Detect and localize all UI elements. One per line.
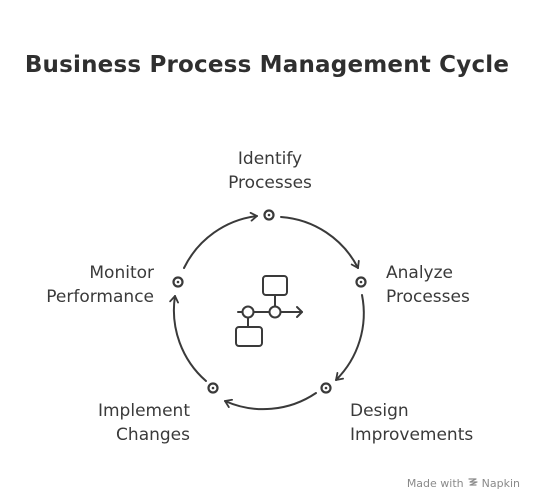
cycle-arcs	[169, 211, 365, 411]
step-label-design: Design Improvements	[350, 399, 473, 447]
node-implement	[207, 382, 219, 394]
step-label-line: Processes	[386, 287, 470, 307]
node-identify	[263, 209, 275, 221]
credit-text: Made with	[406, 477, 464, 490]
cycle-nodes	[172, 209, 367, 394]
step-label-line: Processes	[228, 173, 312, 193]
step-label-line: Monitor	[89, 263, 154, 283]
arc-analyze-to-design	[335, 294, 365, 381]
diagram-title: Business Process Management Cycle	[24, 52, 510, 78]
napkin-logo-icon	[468, 477, 478, 490]
step-label-line: Changes	[116, 425, 190, 445]
arc-implement-to-monitor	[169, 295, 207, 382]
arc-monitor-to-identify	[183, 211, 258, 269]
step-label-line: Design	[350, 401, 409, 421]
step-label-line: Analyze	[386, 263, 453, 283]
node-analyze	[355, 276, 367, 288]
node-monitor	[172, 276, 184, 288]
node-design	[320, 382, 332, 394]
step-label-implement: Implement Changes	[98, 399, 190, 447]
credit-brand: Napkin	[481, 477, 520, 490]
step-label-line: Implement	[97, 401, 190, 421]
arc-design-to-implement	[224, 392, 317, 411]
step-label-line: Improvements	[350, 425, 474, 445]
arc-identify-to-analyze	[280, 216, 360, 269]
step-label-analyze: Analyze Processes	[386, 261, 470, 309]
step-label-identify: Identify Processes	[200, 147, 340, 195]
step-label-line: Identify	[237, 149, 303, 169]
process-flow-icon	[235, 275, 303, 347]
step-label-line: Performance	[46, 287, 154, 307]
step-label-monitor: Monitor Performance	[46, 261, 154, 309]
made-with-credit: Made with Napkin	[407, 477, 520, 490]
